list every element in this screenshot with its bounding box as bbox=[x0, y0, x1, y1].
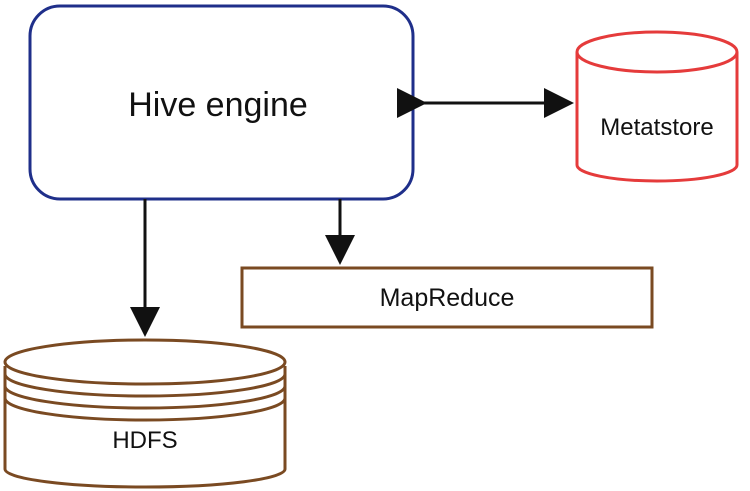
hdfs-band-1 bbox=[3, 373, 287, 398]
hdfs-cylinder-body bbox=[3, 366, 287, 489]
hdfs-band-3 bbox=[3, 397, 287, 422]
hdfs-cylinder-top bbox=[3, 338, 287, 386]
hdfs-node: HDFS bbox=[3, 338, 287, 489]
mapreduce-box bbox=[240, 266, 654, 329]
mapreduce-label: MapReduce bbox=[380, 284, 515, 312]
hive-engine-node: Hive engine bbox=[28, 4, 415, 201]
hdfs-band-2 bbox=[3, 385, 287, 410]
hive-engine-label: Hive engine bbox=[128, 86, 308, 124]
metastore-node: Metatstore bbox=[575, 30, 739, 183]
metastore-label: Metatstore bbox=[600, 114, 713, 141]
metastore-cylinder-body bbox=[575, 52, 739, 183]
hdfs-label: HDFS bbox=[112, 427, 177, 454]
mapreduce-node: MapReduce bbox=[240, 266, 654, 329]
metastore-cylinder-top bbox=[575, 30, 739, 74]
